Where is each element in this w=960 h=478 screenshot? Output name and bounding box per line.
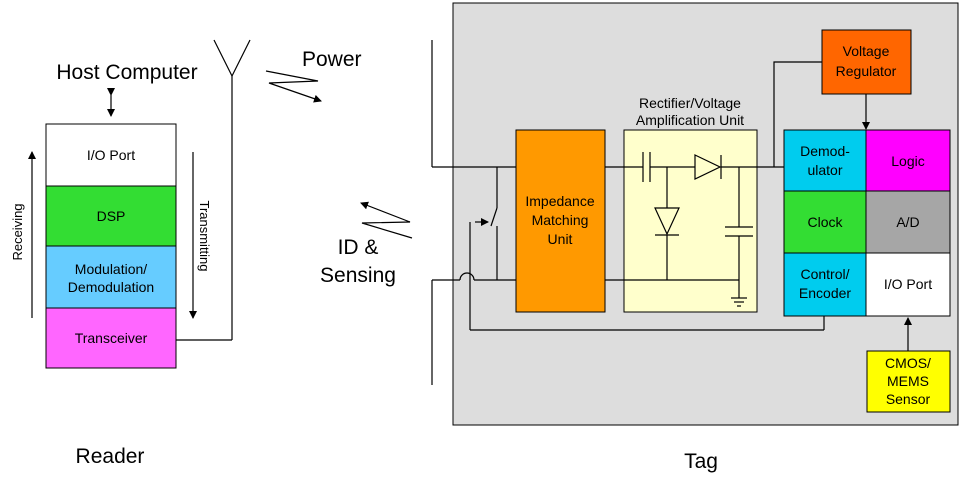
rectifier-circuit-icon: [624, 152, 757, 307]
rectifier-label-line1: Rectifier/Voltage: [639, 95, 741, 111]
demodulator-label-line2: ulator: [807, 162, 842, 178]
sensor-label-line1: CMOS/: [885, 355, 931, 371]
rectifier-label-line2: Amplification Unit: [636, 112, 744, 128]
rectifier-block: [623, 129, 758, 313]
control-encoder-block: [783, 252, 867, 317]
regulator-label-line1: Voltage: [843, 43, 890, 59]
sensor-label-line3: Sensor: [886, 391, 931, 407]
transceiver-block: [45, 307, 177, 369]
power-signal-icon: [265, 70, 322, 103]
id-sensing-signal-icon: [360, 201, 413, 239]
id-sensing-label-line2: Sensing: [320, 264, 396, 287]
impedance-label-line1: Impedance: [525, 193, 594, 209]
voltage-regulator-block: [821, 29, 912, 95]
clock-block: [783, 190, 867, 254]
impedance-matching-block: [515, 129, 606, 313]
reader-io-port-label: I/O Port: [87, 147, 135, 163]
reader-stack: I/O Port DSP Modulation/ Demodulation Tr…: [45, 123, 177, 369]
host-computer-label: Host Computer: [56, 61, 197, 84]
modulation-block: [45, 245, 177, 309]
logic-label: Logic: [891, 153, 924, 169]
tag-io-port-label: I/O Port: [884, 276, 932, 292]
sensor-label-line2: MEMS: [887, 373, 929, 389]
clock-label: Clock: [807, 214, 843, 230]
tag-io-port-block: [865, 252, 951, 317]
transceiver-label: Transceiver: [75, 330, 148, 346]
tag-label: Tag: [684, 450, 718, 473]
modulation-switch-icon: [469, 167, 498, 330]
reader-antenna-icon: [176, 39, 251, 341]
modulation-label-line2: Demodulation: [68, 279, 154, 295]
control-label-line2: Encoder: [799, 285, 851, 301]
id-sensing-label-line1: ID &: [338, 236, 379, 259]
impedance-label-line2: Matching: [532, 212, 589, 228]
transmitting-label: Transmitting: [197, 200, 212, 271]
demodulator-label-line1: Demod-: [800, 143, 850, 159]
control-label-line1: Control/: [800, 266, 849, 282]
bottom-rail-crossover: [459, 272, 475, 281]
ad-converter-label: A/D: [896, 214, 919, 230]
dsp-label: DSP: [97, 208, 126, 224]
regulator-feed-line: [773, 61, 822, 167]
reader-label: Reader: [76, 445, 145, 468]
impedance-label-line3: Unit: [548, 231, 573, 247]
cmos-mems-sensor-block: [866, 350, 951, 413]
regulator-label-line2: Regulator: [836, 63, 897, 79]
dsp-block: [45, 185, 177, 247]
power-label: Power: [302, 48, 362, 71]
ad-converter-block: [865, 190, 951, 254]
demodulator-block: [783, 129, 867, 192]
receiving-label: Receiving: [10, 203, 25, 260]
modulation-label-line1: Modulation/: [75, 261, 147, 277]
logic-block: [865, 129, 951, 192]
